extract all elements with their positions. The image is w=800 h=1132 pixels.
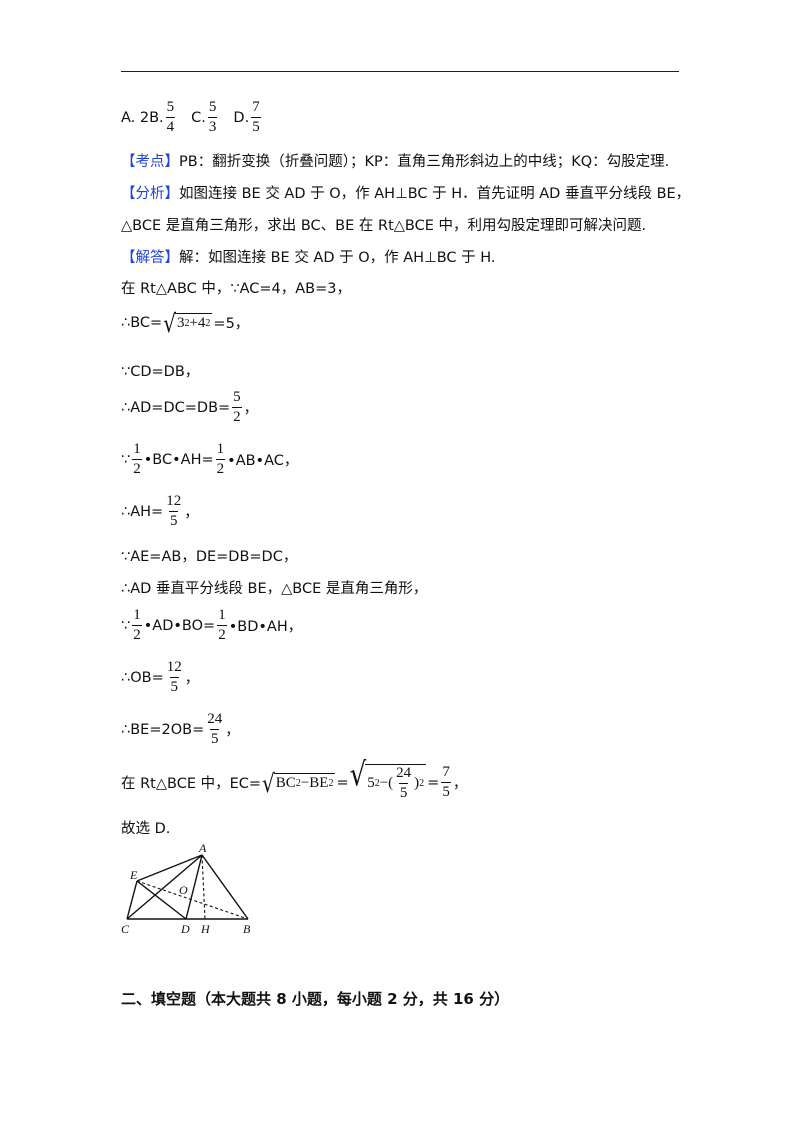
jieda-text: 解：如图连接 BE 交 AD 于 O，作 AH⊥BC 于 H. — [179, 250, 496, 266]
step-3: ∵CD=DB， — [121, 364, 200, 380]
step-8: ∴AD 垂直平分线段 BE，△BCE 是直角三角形， — [121, 581, 428, 597]
segment-ac — [126, 854, 203, 920]
label-h: H — [200, 922, 211, 936]
label-e: E — [129, 868, 138, 882]
geometry-figure: A E O C D H B — [121, 841, 251, 936]
section-heading: 二、填空题（本大题共 8 小题，每小题 2 分，共 16 分） — [121, 990, 510, 1008]
jieda-line: 【解答】解：如图连接 BE 交 AD 于 O，作 AH⊥BC 于 H. — [121, 246, 496, 267]
label-d: D — [180, 922, 190, 936]
fenxi-text-1: 如图连接 BE 交 AD 于 O，作 AH⊥BC 于 H．首先证明 AD 垂直平… — [179, 186, 691, 202]
option-c-label: C. — [191, 109, 206, 126]
kaodian-tag: 【考点】 — [121, 154, 179, 170]
step-13: 故选 D. — [121, 821, 171, 837]
option-b-label: B. — [149, 109, 164, 126]
label-o: O — [179, 883, 188, 897]
jieda-tag: 【解答】 — [121, 250, 179, 266]
kaodian-text: PB：翻折变换（折叠问题）；KP：直角三角形斜边上的中线；KQ：勾股定理. — [179, 154, 670, 170]
step-7: ∵AE=AB，DE=DB=DC， — [121, 549, 298, 565]
segment-ed — [136, 880, 187, 920]
fenxi-line-2: △BCE 是直角三角形，求出 BC、BE 在 Rt△BCE 中，利用勾股定理即可… — [121, 214, 646, 235]
option-a: A. 2 — [121, 109, 150, 126]
segment-ah-dashed — [201, 854, 206, 920]
fenxi-text-2: △BCE 是直角三角形，求出 BC、BE 在 Rt△BCE 中，利用勾股定理即可… — [121, 218, 647, 234]
option-d-label: D. — [233, 109, 250, 126]
segment-ea — [136, 854, 203, 882]
label-b: B — [243, 922, 251, 936]
header-rule — [121, 71, 679, 72]
segment-ad — [185, 854, 203, 920]
kaodian-line: 【考点】PB：翻折变换（折叠问题）；KP：直角三角形斜边上的中线；KQ：勾股定理… — [121, 150, 669, 171]
fenxi-tag: 【分析】 — [121, 186, 179, 202]
fenxi-line-1: 【分析】如图连接 BE 交 AD 于 O，作 AH⊥BC 于 H．首先证明 AD… — [121, 182, 690, 203]
segment-ab — [201, 854, 249, 920]
label-a: A — [198, 841, 207, 855]
label-c: C — [121, 922, 130, 936]
segment-ec — [126, 880, 138, 920]
step-1: 在 Rt△ABC 中，∵AC=4，AB=3， — [121, 281, 351, 297]
segment-be-dashed — [136, 880, 249, 920]
